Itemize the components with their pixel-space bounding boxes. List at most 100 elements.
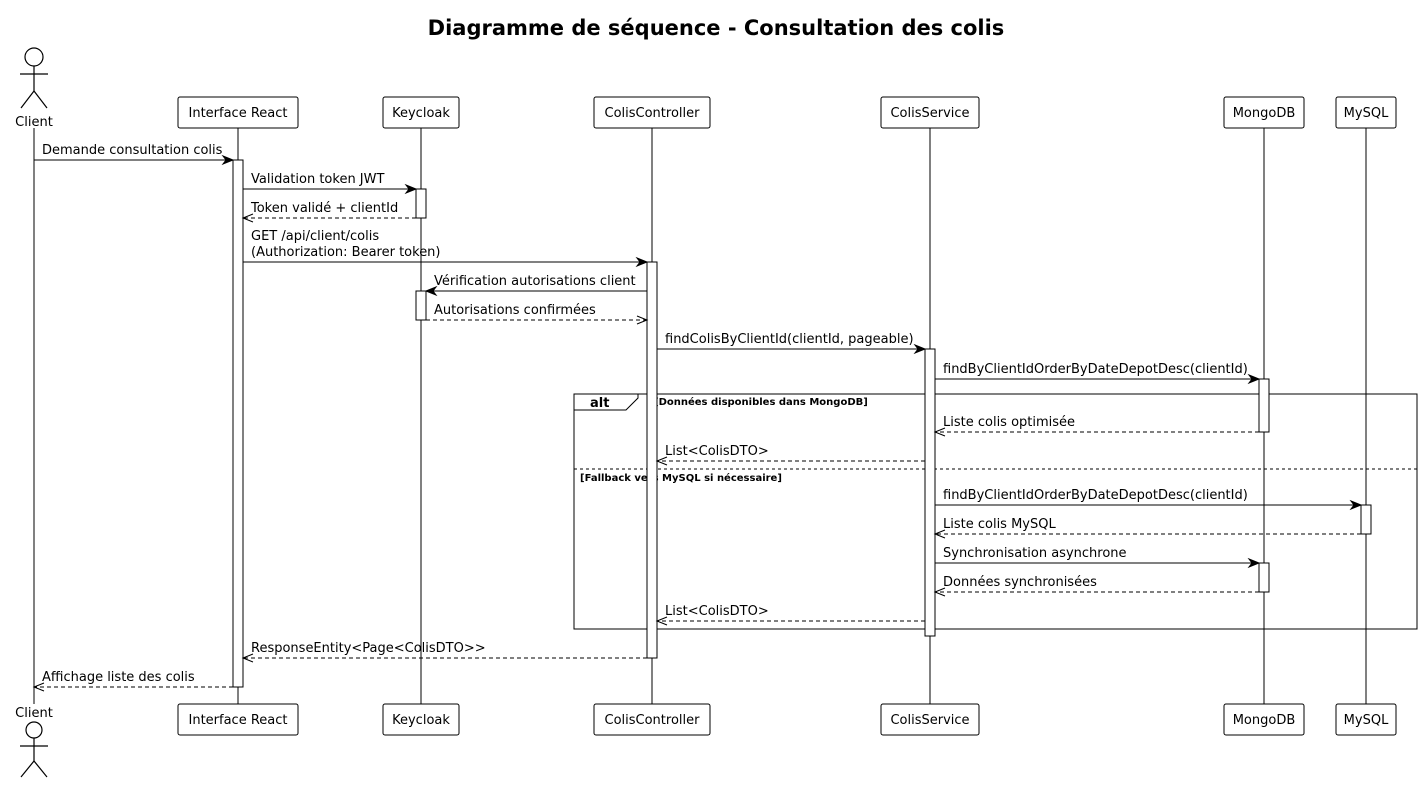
arrowhead-icon [1247, 557, 1261, 569]
actor-head-icon [24, 47, 44, 67]
alt-fragment-tab [574, 394, 639, 411]
arrowhead-open-icon [655, 456, 668, 466]
message-8: findByClientIdOrderByDateDepotDesc(clien… [935, 362, 1261, 385]
message-label: Vérification autorisations client [434, 274, 636, 289]
arrowhead-open-icon [655, 616, 668, 626]
alt-fragment: alt [Données disponibles dans MongoDB] [Fa… [573, 393, 1418, 630]
alt-guard-mysql: [Fallback vers MySQL si nécessaire] [580, 472, 782, 484]
participant-label: MongoDB [1233, 713, 1296, 728]
message-17: Affichage liste des colis [32, 670, 233, 692]
arrowhead-icon [424, 285, 438, 297]
message-13: Synchronisation asynchrone [935, 546, 1261, 569]
message-label: Demande consultation colis [42, 143, 223, 158]
message-label: List<ColisDTO> [665, 604, 769, 619]
message-label: (Authorization: Bearer token) [251, 245, 441, 260]
participant-label: ColisService [890, 713, 969, 728]
arrowhead-open-icon [636, 315, 649, 325]
message-2: Validation token JWT [243, 172, 418, 195]
message-1: Demande consultation colis [34, 143, 235, 166]
message-14: Données synchronisées [933, 575, 1259, 597]
participant-label: Interface React [189, 713, 288, 728]
message-label: ResponseEntity<Page<ColisDTO>> [251, 641, 486, 656]
activation-bar-keycloak [415, 188, 427, 219]
message-label: findByClientIdOrderByDateDepotDesc(clien… [943, 362, 1248, 377]
participant-label: Keycloak [392, 106, 450, 121]
participant-mongo-top: MongoDB [1223, 96, 1305, 129]
actor-label: Client [15, 115, 53, 130]
activation-bar-controller [646, 261, 658, 659]
participant-react-bottom: Interface React [177, 703, 299, 736]
message-5: Vérification autorisations client [424, 274, 647, 297]
message-label: Autorisations confirmées [434, 303, 596, 318]
participant-keycloak-bottom: Keycloak [382, 703, 460, 736]
participant-mysql-top: MySQL [1335, 96, 1397, 129]
participant-label: ColisService [890, 106, 969, 121]
alt-fragment-frame [573, 393, 1418, 630]
arrowhead-open-icon [933, 587, 946, 597]
message-4: GET /api/client/colis(Authorization: Bea… [243, 229, 649, 268]
participant-label: ColisController [605, 106, 701, 121]
message-label: findColisByClientId(clientId, pageable) [665, 332, 914, 347]
participant-mongo-bottom: MongoDB [1223, 703, 1305, 736]
message-11: findByClientIdOrderByDateDepotDesc(clien… [935, 488, 1363, 511]
message-label: Liste colis MySQL [943, 517, 1056, 532]
participant-service-bottom: ColisService [880, 703, 980, 736]
participant-label: MySQL [1344, 106, 1389, 121]
participant-label: MongoDB [1233, 106, 1296, 121]
arrowhead-icon [635, 256, 649, 268]
message-7: findColisByClientId(clientId, pageable) [657, 332, 927, 355]
message-label: findByClientIdOrderByDateDepotDesc(clien… [943, 488, 1248, 503]
participant-label: Interface React [189, 106, 288, 121]
message-label: Synchronisation asynchrone [943, 546, 1127, 561]
message-label: Liste colis optimisée [943, 415, 1075, 430]
participant-controller-top: ColisController [593, 96, 711, 129]
participant-controller-bottom: ColisController [593, 703, 711, 736]
arrowhead-icon [1349, 499, 1363, 511]
message-16: ResponseEntity<Page<ColisDTO>> [241, 641, 647, 663]
message-label: Données synchronisées [943, 575, 1097, 590]
participant-label: Keycloak [392, 713, 450, 728]
arrowhead-icon [221, 154, 235, 166]
participant-keycloak-top: Keycloak [382, 96, 460, 129]
activation-bar-mongo [1258, 378, 1270, 433]
actor-client-bottom: Client [15, 706, 53, 778]
alt-guard-mongodb: [Données disponibles dans MongoDB] [654, 396, 868, 408]
message-label: Token validé + clientId [250, 201, 398, 216]
message-label: GET /api/client/colis [251, 229, 379, 244]
message-10: List<ColisDTO> [655, 444, 925, 466]
activation-bar-keycloak [415, 290, 427, 321]
alt-keyword: alt [590, 396, 609, 411]
message-12: Liste colis MySQL [933, 517, 1361, 539]
arrowhead-icon [1247, 373, 1261, 385]
arrowhead-icon [913, 343, 927, 355]
participant-service-top: ColisService [880, 96, 980, 129]
arrowhead-icon [404, 183, 418, 195]
message-9: Liste colis optimisée [933, 415, 1259, 437]
activation-bar-service [924, 348, 936, 637]
participant-label: MySQL [1344, 713, 1389, 728]
arrowhead-open-icon [32, 682, 45, 692]
activation-bar-mysql [1360, 504, 1372, 535]
message-label: Affichage liste des colis [42, 670, 195, 685]
participant-label: ColisController [605, 713, 701, 728]
arrowhead-open-icon [933, 427, 946, 437]
actor-head-icon [25, 721, 43, 739]
arrowhead-open-icon [933, 529, 946, 539]
arrowhead-open-icon [241, 653, 254, 663]
actor-label: Client [15, 706, 53, 721]
message-15: List<ColisDTO> [655, 604, 925, 626]
message-label: Validation token JWT [251, 172, 384, 187]
arrowhead-open-icon [241, 213, 254, 223]
participant-react-top: Interface React [177, 96, 299, 129]
activation-bar-react [232, 159, 244, 688]
message-label: List<ColisDTO> [665, 444, 769, 459]
message-6: Autorisations confirmées [426, 303, 649, 325]
participant-mysql-bottom: MySQL [1335, 703, 1397, 736]
activations [232, 159, 1372, 688]
actor-client-top: Client [15, 47, 53, 130]
message-3: Token validé + clientId [241, 201, 416, 223]
diagram-title: Diagramme de séquence - Consultation des… [428, 16, 1005, 40]
